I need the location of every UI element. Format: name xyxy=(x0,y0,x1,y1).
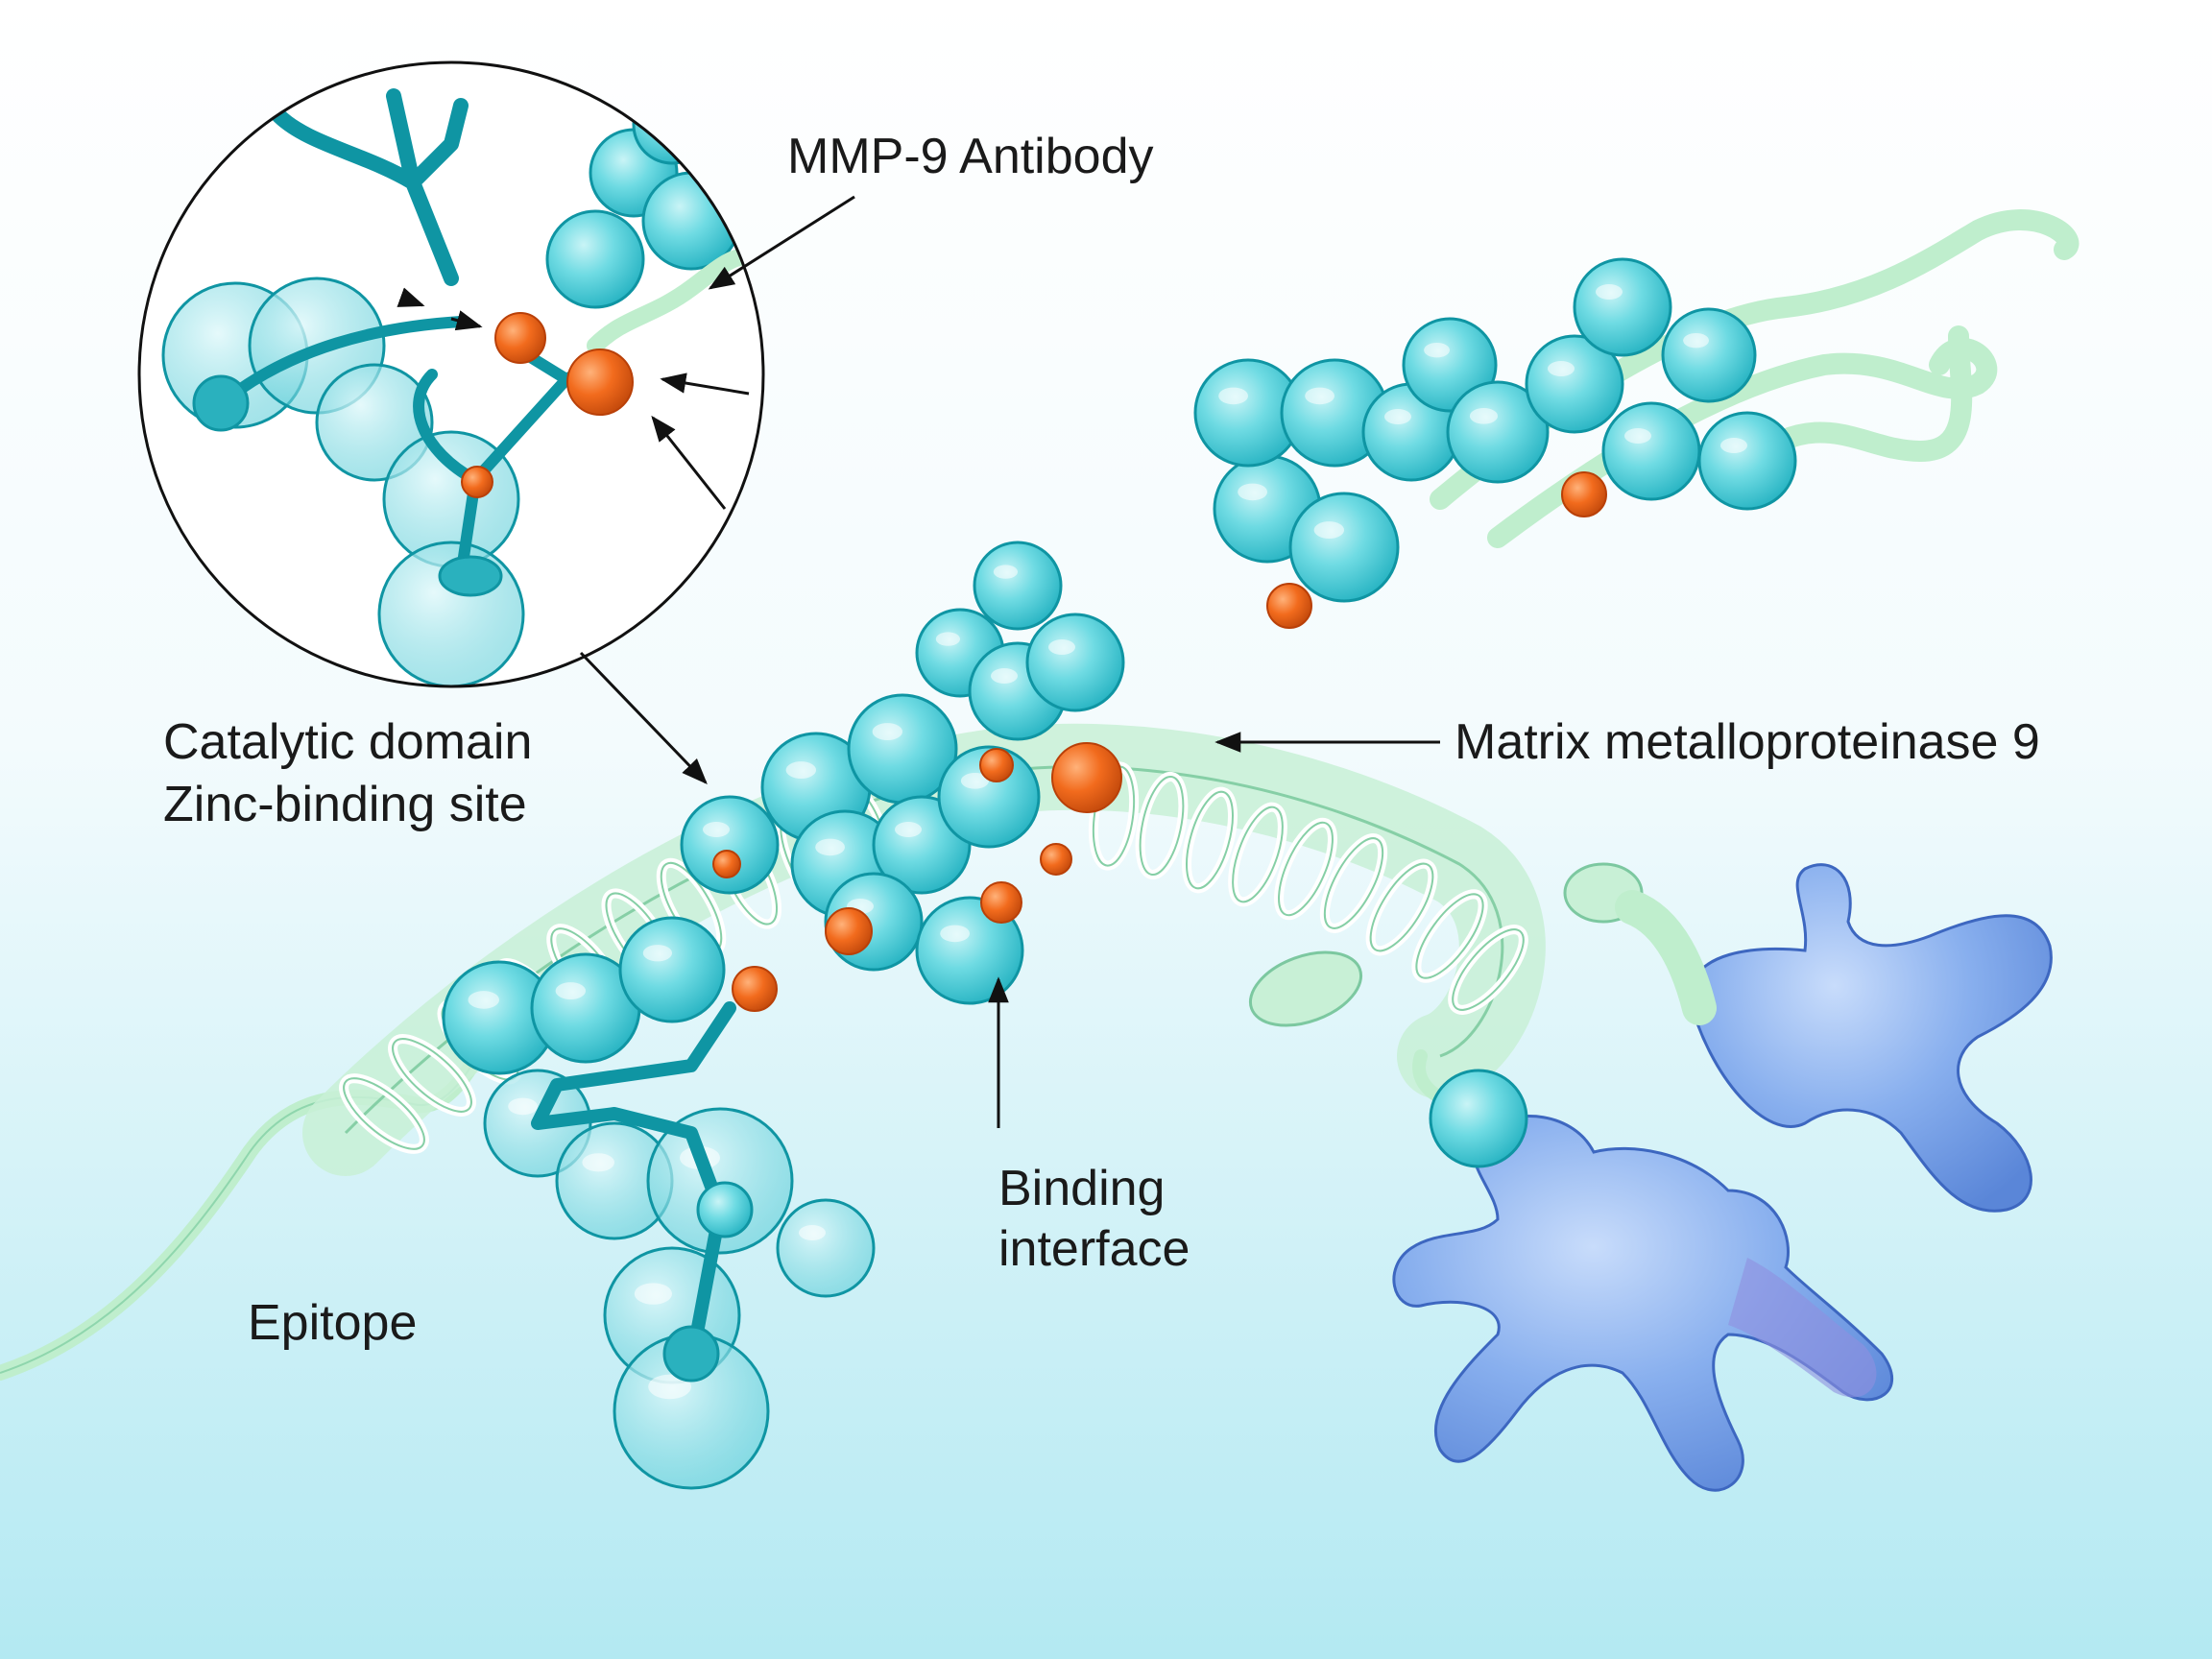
sphere-highlight xyxy=(1313,521,1344,540)
arrow-inset-small-2 xyxy=(397,287,425,307)
protein-sphere xyxy=(680,795,780,895)
sphere-highlight xyxy=(555,982,586,1000)
zinc-atom xyxy=(1040,843,1072,876)
sphere-highlight xyxy=(1048,639,1075,655)
zinc-atom xyxy=(979,748,1014,782)
sphere-highlight xyxy=(634,1283,673,1305)
inset-zinc-upper xyxy=(494,312,546,364)
sphere-highlight xyxy=(993,565,1018,579)
protein-sphere xyxy=(1573,257,1672,357)
protein-sphere xyxy=(646,1107,794,1255)
arrow-inset-horizontal xyxy=(660,373,750,396)
sphere-highlight xyxy=(1683,332,1710,349)
zinc-atom xyxy=(732,966,778,1012)
label-zinc-binding-site: Zinc-binding site xyxy=(163,777,527,832)
sphere-highlight xyxy=(1424,342,1451,358)
label-mmp9: Matrix metalloproteinase 9 xyxy=(1455,714,2040,770)
zinc-atom xyxy=(1051,742,1122,813)
antibody-blue-lower xyxy=(1392,1115,1894,1492)
coil-ring-outline xyxy=(1139,775,1185,877)
sphere-highlight xyxy=(895,822,922,837)
inset-antibody-y xyxy=(271,88,469,286)
protein-sphere xyxy=(1025,613,1125,712)
arrow-inset-small-1 xyxy=(450,310,483,331)
coil-ring-outline xyxy=(1415,893,1484,979)
sphere-highlight xyxy=(1305,387,1334,405)
sphere-highlight xyxy=(582,1153,614,1172)
label-epitope: Epitope xyxy=(248,1295,417,1351)
zinc-atom xyxy=(712,850,741,878)
antibody-blue-right xyxy=(1688,863,2053,1213)
label-interface: interface xyxy=(998,1221,1190,1277)
protein-sphere xyxy=(776,1198,876,1298)
zinc-atom xyxy=(1266,583,1312,629)
coil-ring-outline xyxy=(392,1038,472,1113)
sphere-highlight xyxy=(935,632,961,646)
inset-zinc-large xyxy=(566,349,634,416)
zinc-atoms xyxy=(712,471,1607,1012)
sphere-highlight xyxy=(1238,483,1267,501)
protein-sphere xyxy=(1601,401,1701,501)
protein-sphere xyxy=(1525,334,1624,434)
coil-ring-outline xyxy=(1092,765,1136,867)
sphere-highlight xyxy=(1596,284,1623,300)
coil-ring-outline xyxy=(343,1077,425,1150)
coil-ring-outline xyxy=(1452,928,1525,1011)
label-binding: Binding xyxy=(998,1161,1165,1216)
annotation-arrows xyxy=(397,195,1440,1128)
sphere-highlight xyxy=(799,1225,826,1240)
sphere-highlight xyxy=(468,991,499,1009)
sphere-highlight xyxy=(648,1374,691,1400)
sphere-highlight xyxy=(1218,387,1248,405)
sphere-highlight xyxy=(642,945,672,962)
coil-ring-outline xyxy=(1369,862,1434,952)
inset-zinc-lower xyxy=(461,466,493,498)
protein-sphere xyxy=(1446,380,1550,484)
label-mmp9-antibody: MMP-9 Antibody xyxy=(787,129,1154,184)
label-catalytic-domain: Catalytic domain xyxy=(163,714,532,770)
inset-sphere xyxy=(545,209,645,309)
arrow-catalytic xyxy=(579,651,708,784)
zinc-atom xyxy=(825,907,873,955)
mmp9-protein-spheres xyxy=(442,257,1797,1490)
sphere-highlight xyxy=(940,925,970,943)
coil-ring-outline xyxy=(1186,790,1234,890)
protein-sphere xyxy=(1661,307,1757,403)
sphere-highlight xyxy=(1548,361,1575,376)
sphere-highlight xyxy=(508,1097,538,1116)
linker-domains xyxy=(1248,862,1717,1168)
arrow-inset-diagonal xyxy=(651,415,727,510)
sphere-highlight xyxy=(703,822,730,837)
sphere-highlight xyxy=(785,761,816,780)
sphere-highlight xyxy=(815,838,845,856)
protein-sphere xyxy=(618,916,726,1023)
sphere-highlight xyxy=(1720,438,1747,453)
inset-spheres xyxy=(161,84,741,686)
protein-sphere xyxy=(1288,492,1400,603)
antibody-teal-lower xyxy=(531,1001,754,1382)
sphere-highlight xyxy=(960,773,989,789)
zinc-atom xyxy=(1561,471,1607,517)
protein-sphere xyxy=(937,745,1041,849)
inset-bonds xyxy=(210,316,606,582)
sphere-highlight xyxy=(1624,428,1651,444)
coil-ring-outline xyxy=(1278,821,1334,917)
arrow-antibody xyxy=(708,195,855,290)
protein-sphere xyxy=(973,541,1063,631)
zinc-binding-inset xyxy=(137,60,765,688)
sphere-highlight xyxy=(1469,408,1498,424)
zinc-atom xyxy=(980,881,1022,924)
coil-ring-outline xyxy=(1323,837,1384,929)
protein-sphere xyxy=(1697,411,1797,511)
coil-ring-outline xyxy=(1232,805,1284,903)
sphere-highlight xyxy=(991,668,1018,684)
sphere-highlight xyxy=(872,723,902,741)
sphere-highlight xyxy=(1384,409,1411,424)
